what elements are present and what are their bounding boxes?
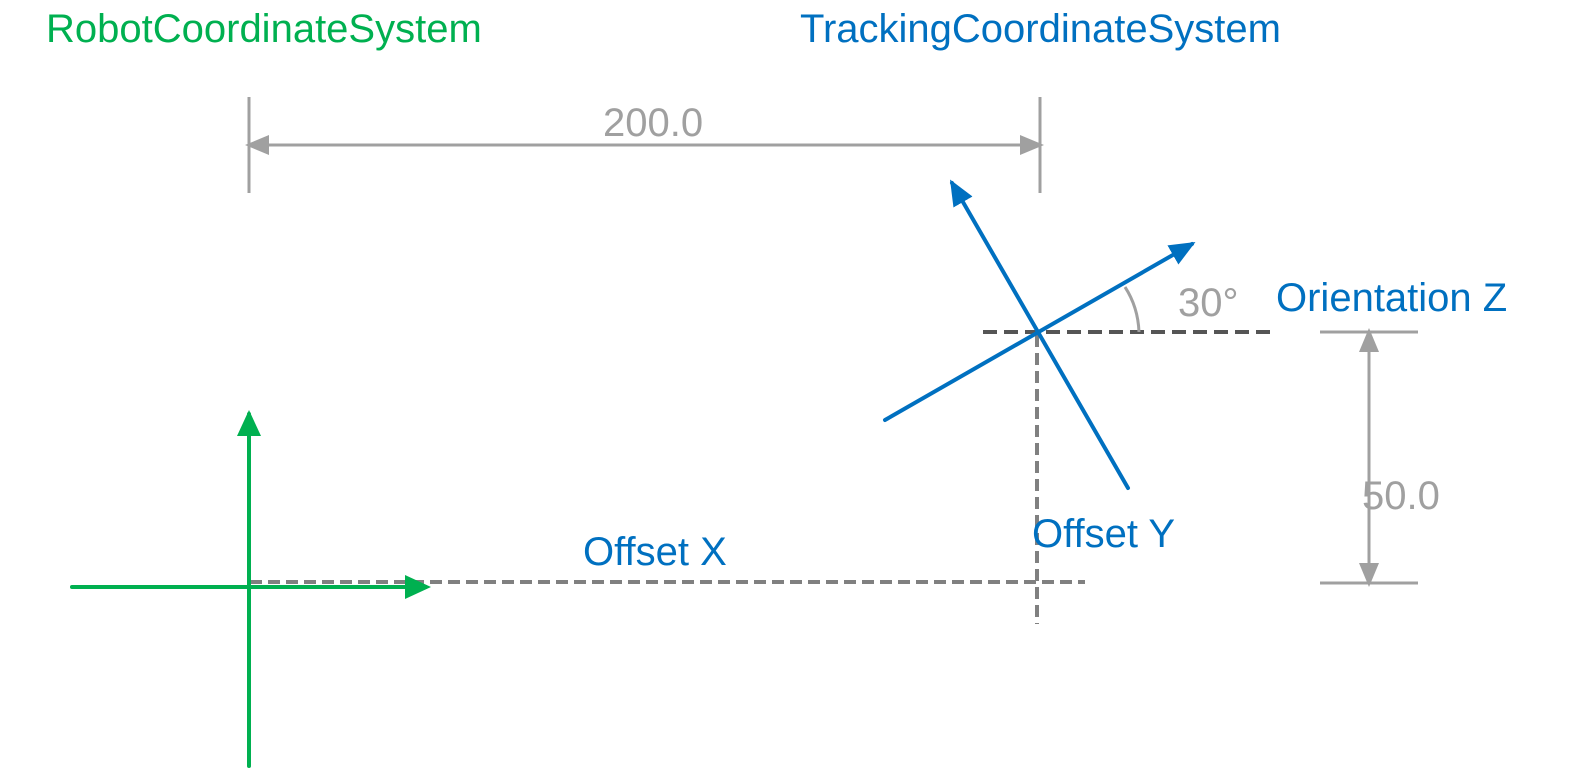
distance-y-label: 50.0 [1362,474,1440,518]
angle-label: 30° [1178,281,1239,325]
offset-y-label: Offset Y [1032,512,1176,556]
tracking-y-axis-arrow [950,179,1130,490]
distance-x-label: 200.0 [603,101,704,145]
robot-system-label: RobotCoordinateSystem [46,7,482,51]
tracking-system-label: TrackingCoordinateSystem [800,7,1281,51]
angle-arc [1123,286,1141,333]
orientation-z-label: Orientation Z [1276,276,1508,320]
offset-x-label: Offset X [583,530,727,574]
